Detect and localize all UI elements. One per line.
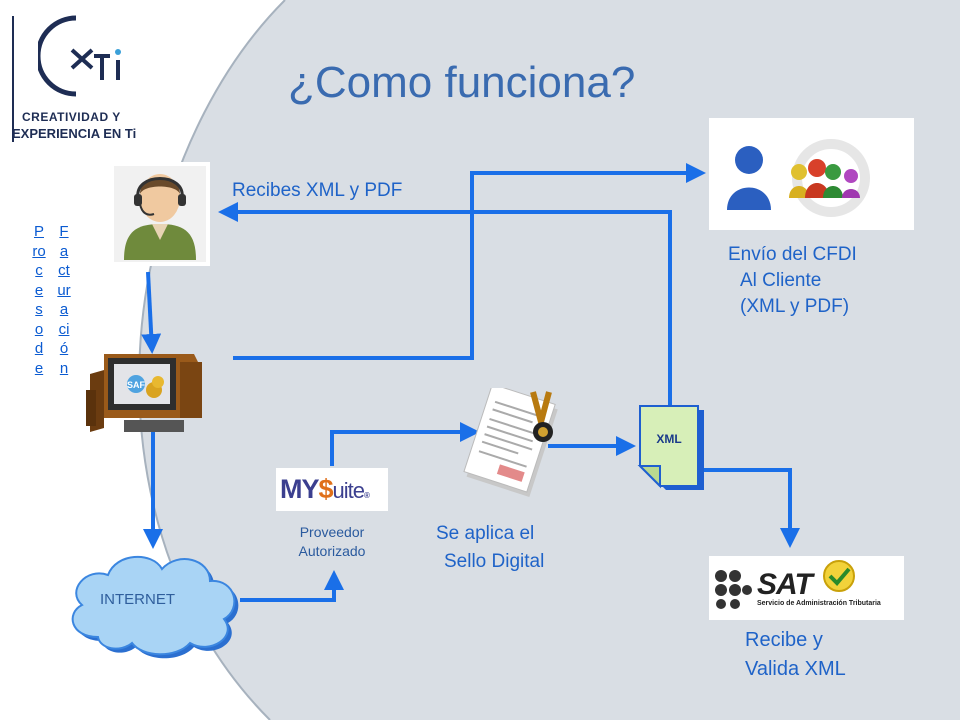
mysuite-logo: MY$uite® [276,468,388,511]
mysuite-dollar: $ [318,474,334,504]
user-headset-icon [114,166,206,262]
saf-label: SAF [127,380,146,390]
arrow-internet-to-proveedor [240,570,344,602]
sat-dots-icon [715,570,752,609]
internet-cloud: INTERNET [60,545,245,660]
mysuite-text: MY$uite® [280,474,370,505]
logo-divider [12,16,14,142]
xml-document-icon: XML [637,405,704,490]
recibe-label: Recibe y Valida XML [745,626,846,684]
proveedor-label: Proveedor Autorizado [282,523,382,561]
internet-label: INTERNET [100,591,175,608]
proveedor-line-2: Autorizado [298,543,366,559]
sealed-document-icon [463,388,558,498]
mysuite-my: MY [280,474,319,504]
clients-group-icon [727,139,870,217]
mysuite-reg: ® [364,491,370,500]
recibe-line-2: Valida XML [745,658,846,680]
envio-line-1: Envío del CFDI [728,244,857,265]
logo-mark-icon [38,15,121,97]
page-title: ¿Como funciona? [288,58,636,107]
sello-line-1: Se aplica el [436,523,535,544]
arrow-xml-to-user [218,202,672,405]
arrow-proveedor-to-sello [330,422,480,466]
sat-name: SAT [757,568,813,601]
side-label-proceso: Proceso de [32,223,46,377]
user-card [110,162,210,266]
company-logo: CREATIVIDAD Y EXPERIENCIA EN Ti [8,10,178,145]
proveedor-line-1: Proveedor [299,524,365,540]
arrow-pc-to-cliente [233,163,706,360]
sat-logo: SAT Servicio de Administración Tributari… [709,556,904,620]
side-label-facturacion: Facturación [57,223,71,377]
logo-tagline-2: EXPERIENCIA EN Ti [12,126,137,141]
envio-label: Envío del CFDI Al Cliente (XML y PDF) [728,242,857,320]
cloud-icon [71,555,239,659]
recibes-label: Recibes XML y PDF [232,180,403,201]
logo-tagline-1: CREATIVIDAD Y [22,110,121,124]
recibe-line-1: Recibe y [745,629,823,651]
sat-subtitle: Servicio de Administración Tributaria [757,600,881,607]
pc-saf-icon: SAF [86,354,202,432]
xml-doc-label: XML [656,432,681,446]
arrow-user-to-pc [141,271,162,354]
mysuite-rest: uite [332,478,366,503]
envio-line-3: (XML y PDF) [740,296,850,317]
arrow-xml-to-sat [700,468,800,548]
clients-card [709,118,914,230]
sello-line-2: Sello Digital [444,551,545,572]
sello-label: Se aplica el Sello Digital [436,520,544,576]
check-badge-icon [823,560,855,592]
envio-line-2: Al Cliente [740,270,822,291]
